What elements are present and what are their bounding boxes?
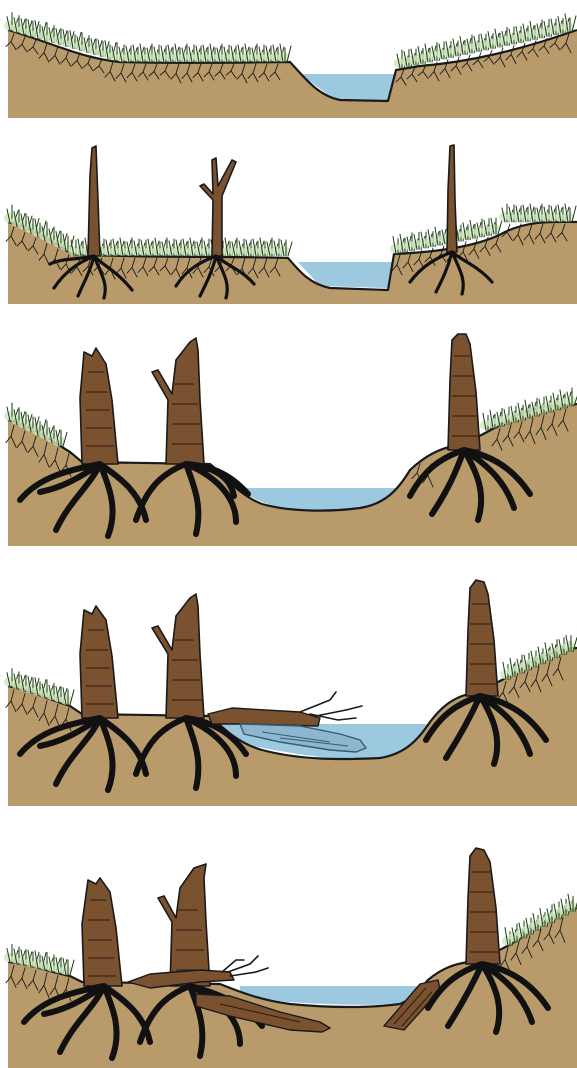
panel-5: [4, 848, 577, 1068]
panel-4: [4, 580, 577, 806]
panel-2: [4, 145, 577, 304]
panel-3: [4, 334, 577, 546]
panel-1: [4, 13, 577, 118]
